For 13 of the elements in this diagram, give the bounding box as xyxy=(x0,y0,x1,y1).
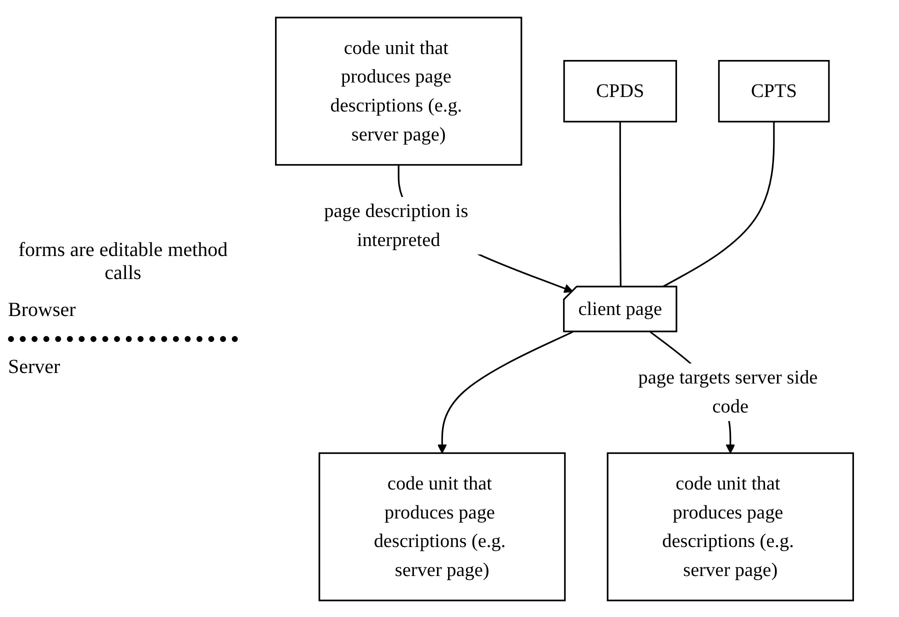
node-box: code unit that produces page descriptions (e.g. server page) xyxy=(606,452,854,601)
zone-label: Browser xyxy=(8,298,77,322)
arrow xyxy=(437,330,574,454)
node-box: code unit that produces page descriptions (e.g. server page) xyxy=(318,452,566,601)
connector xyxy=(662,121,775,288)
edge-label: page description is interpreted xyxy=(324,200,468,250)
node-box: code unit that produces page descriptions (e.g. server page) xyxy=(275,16,522,166)
node-box: CPTS xyxy=(718,59,830,122)
node-box: CPDS xyxy=(563,59,678,122)
connector xyxy=(619,121,622,287)
zone-label: Server xyxy=(8,356,62,378)
edge-label: page targets server side code xyxy=(638,366,818,416)
note-text: forms are editable method calls xyxy=(17,238,229,284)
